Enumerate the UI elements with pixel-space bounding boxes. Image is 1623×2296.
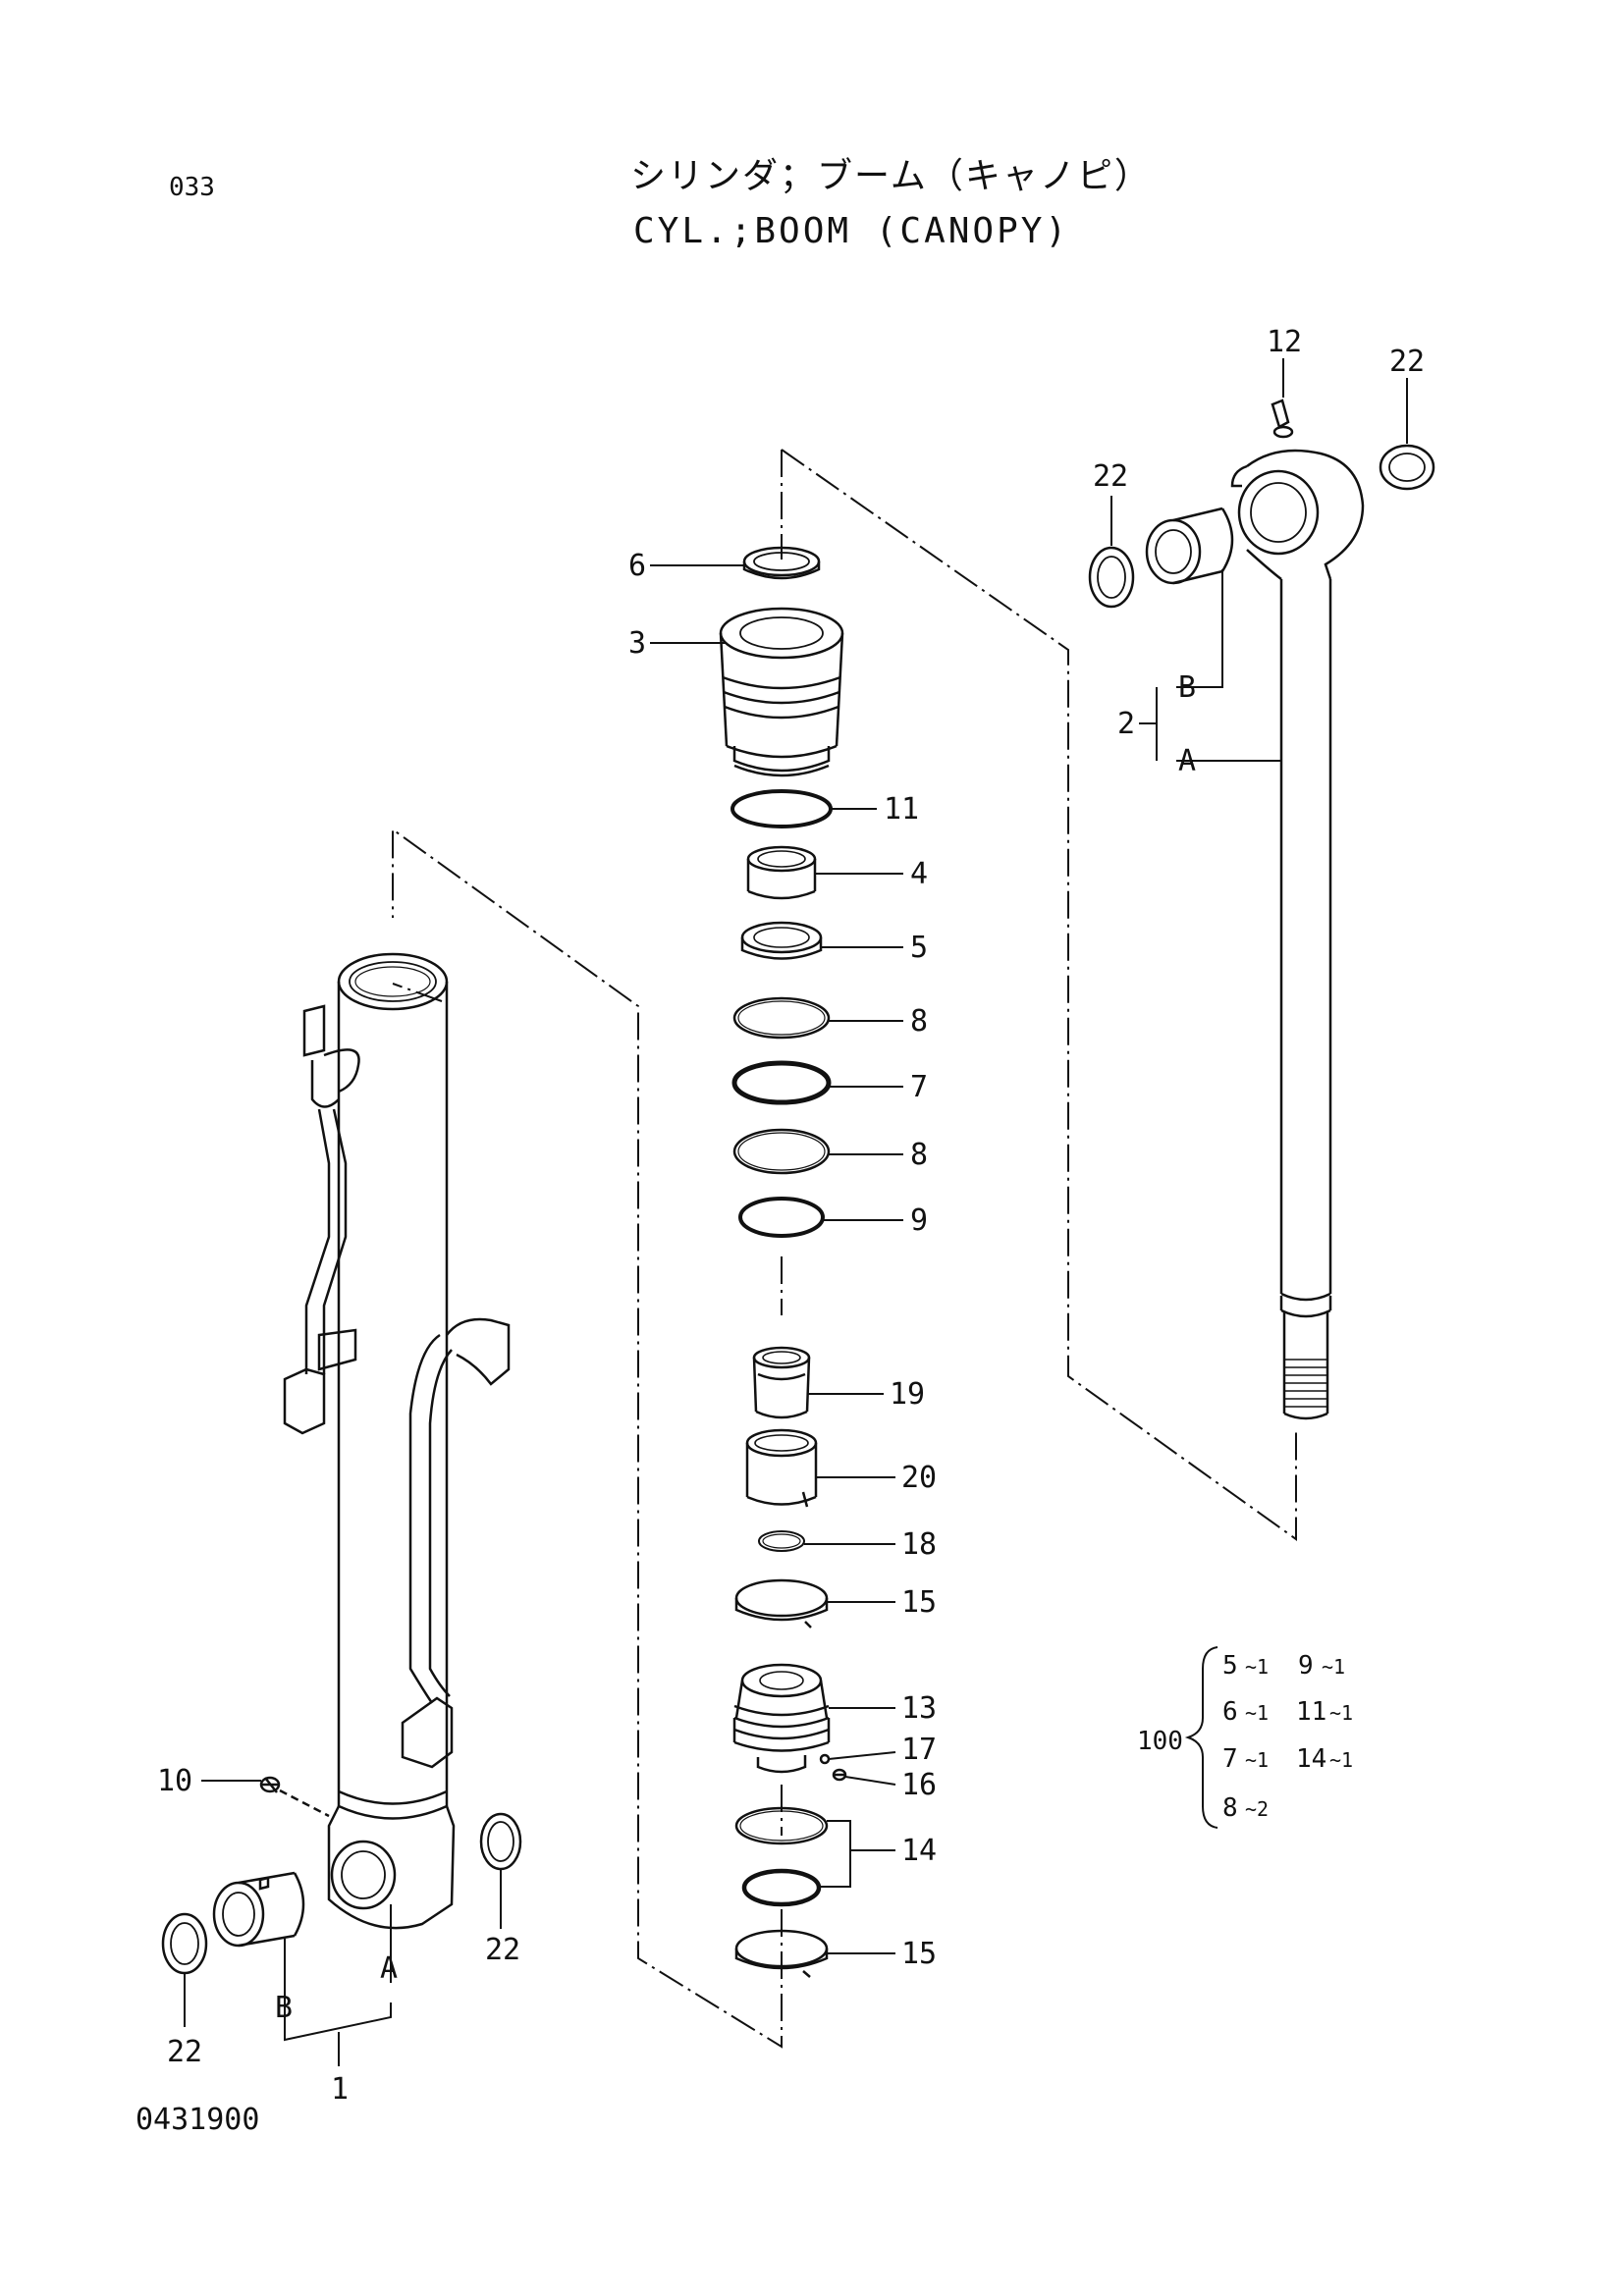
callout-7: 7 [910, 1070, 928, 1104]
kit-row1-left: 5 [1222, 1651, 1238, 1681]
part-15-wear-ring-lower [734, 1929, 829, 1978]
part-4-bushing [746, 845, 817, 900]
callout-1-b: B [275, 1991, 293, 2025]
part-16-set-screw [832, 1768, 847, 1782]
part-20-cushion-ring [745, 1428, 818, 1508]
part-8-backup-ring-lower [732, 1128, 831, 1175]
callout-3: 3 [628, 626, 646, 661]
kit-number: 100 [1137, 1727, 1183, 1756]
callout-2-b: B [1178, 670, 1196, 705]
callout-1: 1 [331, 2072, 349, 2107]
assembly-centerlines [392, 449, 1297, 2049]
callout-12: 12 [1267, 325, 1302, 359]
part-17-steel-ball [819, 1753, 831, 1765]
kit-row3-left-qty: ~1 [1245, 1748, 1269, 1772]
callout-20: 20 [901, 1461, 937, 1495]
callout-1-a: A [380, 1951, 398, 1986]
kit-row1-right: 9 [1298, 1651, 1314, 1681]
callout-22-tube-right: 22 [485, 1933, 520, 1967]
kit-row2-right: 11 [1296, 1697, 1326, 1727]
piston-rod-assembly [1088, 399, 1435, 1420]
kit-row3-right: 14 [1296, 1744, 1326, 1774]
part-7-u-ring [731, 1060, 832, 1105]
kit-row2-left-qty: ~1 [1245, 1701, 1269, 1725]
kit-row3-left: 7 [1222, 1744, 1238, 1774]
callout-22-rod-left: 22 [1093, 459, 1128, 494]
cylinder-tube-assembly [161, 952, 522, 1975]
part-5-buffer-ring [740, 921, 823, 960]
part-19-cushion-bearing [752, 1346, 811, 1419]
callout-22-bottom-left: 22 [167, 2035, 202, 2069]
callout-19: 19 [890, 1377, 925, 1412]
kit-row1-right-qty: ~1 [1322, 1655, 1345, 1679]
part-8-backup-ring-upper [732, 996, 831, 1040]
part-13-piston [732, 1663, 831, 1774]
kit-row3-right-qty: ~1 [1329, 1748, 1353, 1772]
kit-row4-left: 8 [1222, 1793, 1238, 1823]
kit-row4-left-qty: ~2 [1245, 1797, 1269, 1821]
callout-8-upper: 8 [910, 1004, 928, 1039]
page-code: 033 [169, 173, 215, 202]
part-11-o-ring [730, 789, 833, 828]
callout-15-lower: 15 [901, 1937, 937, 1971]
leader-lines [184, 358, 1408, 2066]
callout-9: 9 [910, 1203, 928, 1238]
part-6-dust-seal [742, 546, 821, 580]
part-15-wear-ring-upper [734, 1578, 829, 1629]
callout-2: 2 [1117, 707, 1135, 741]
part-14-seal-ring-set [734, 1806, 829, 1907]
title-japanese: シリンダ；ブーム（キャノピ） [630, 156, 1152, 196]
kit-row2-right-qty: ~1 [1329, 1701, 1353, 1725]
callout-labels: 12 22 22 6 3 11 4 5 8 7 8 9 19 20 18 15 … [157, 325, 1425, 2107]
title-english: CYL.;BOOM (CANOPY) [633, 211, 1070, 251]
callout-10: 10 [157, 1764, 192, 1798]
kit-row1-left-qty: ~1 [1245, 1655, 1269, 1679]
callout-16: 16 [901, 1768, 937, 1802]
callout-15-upper: 15 [901, 1585, 937, 1620]
callout-11: 11 [884, 792, 919, 827]
callout-22-rod-top: 22 [1389, 345, 1425, 379]
callout-6: 6 [628, 549, 646, 583]
callout-14: 14 [901, 1834, 937, 1868]
callout-18: 18 [901, 1527, 937, 1562]
part-9-o-ring [738, 1197, 825, 1238]
callout-8-lower: 8 [910, 1138, 928, 1172]
callout-2-a: A [1178, 744, 1196, 778]
kit-row2-left: 6 [1222, 1697, 1238, 1727]
callout-4: 4 [910, 857, 928, 891]
part-18-o-ring [758, 1530, 805, 1552]
callout-17: 17 [901, 1733, 937, 1767]
seal-kit-table: 100 5 ~1 9 ~1 6 ~1 11 ~1 7 ~1 14 ~1 8 ~2 [1137, 1646, 1353, 1829]
document-number: 0431900 [135, 2103, 260, 2137]
callout-5: 5 [910, 931, 928, 965]
callout-13: 13 [901, 1691, 937, 1726]
part-3-rod-cover [719, 607, 844, 777]
